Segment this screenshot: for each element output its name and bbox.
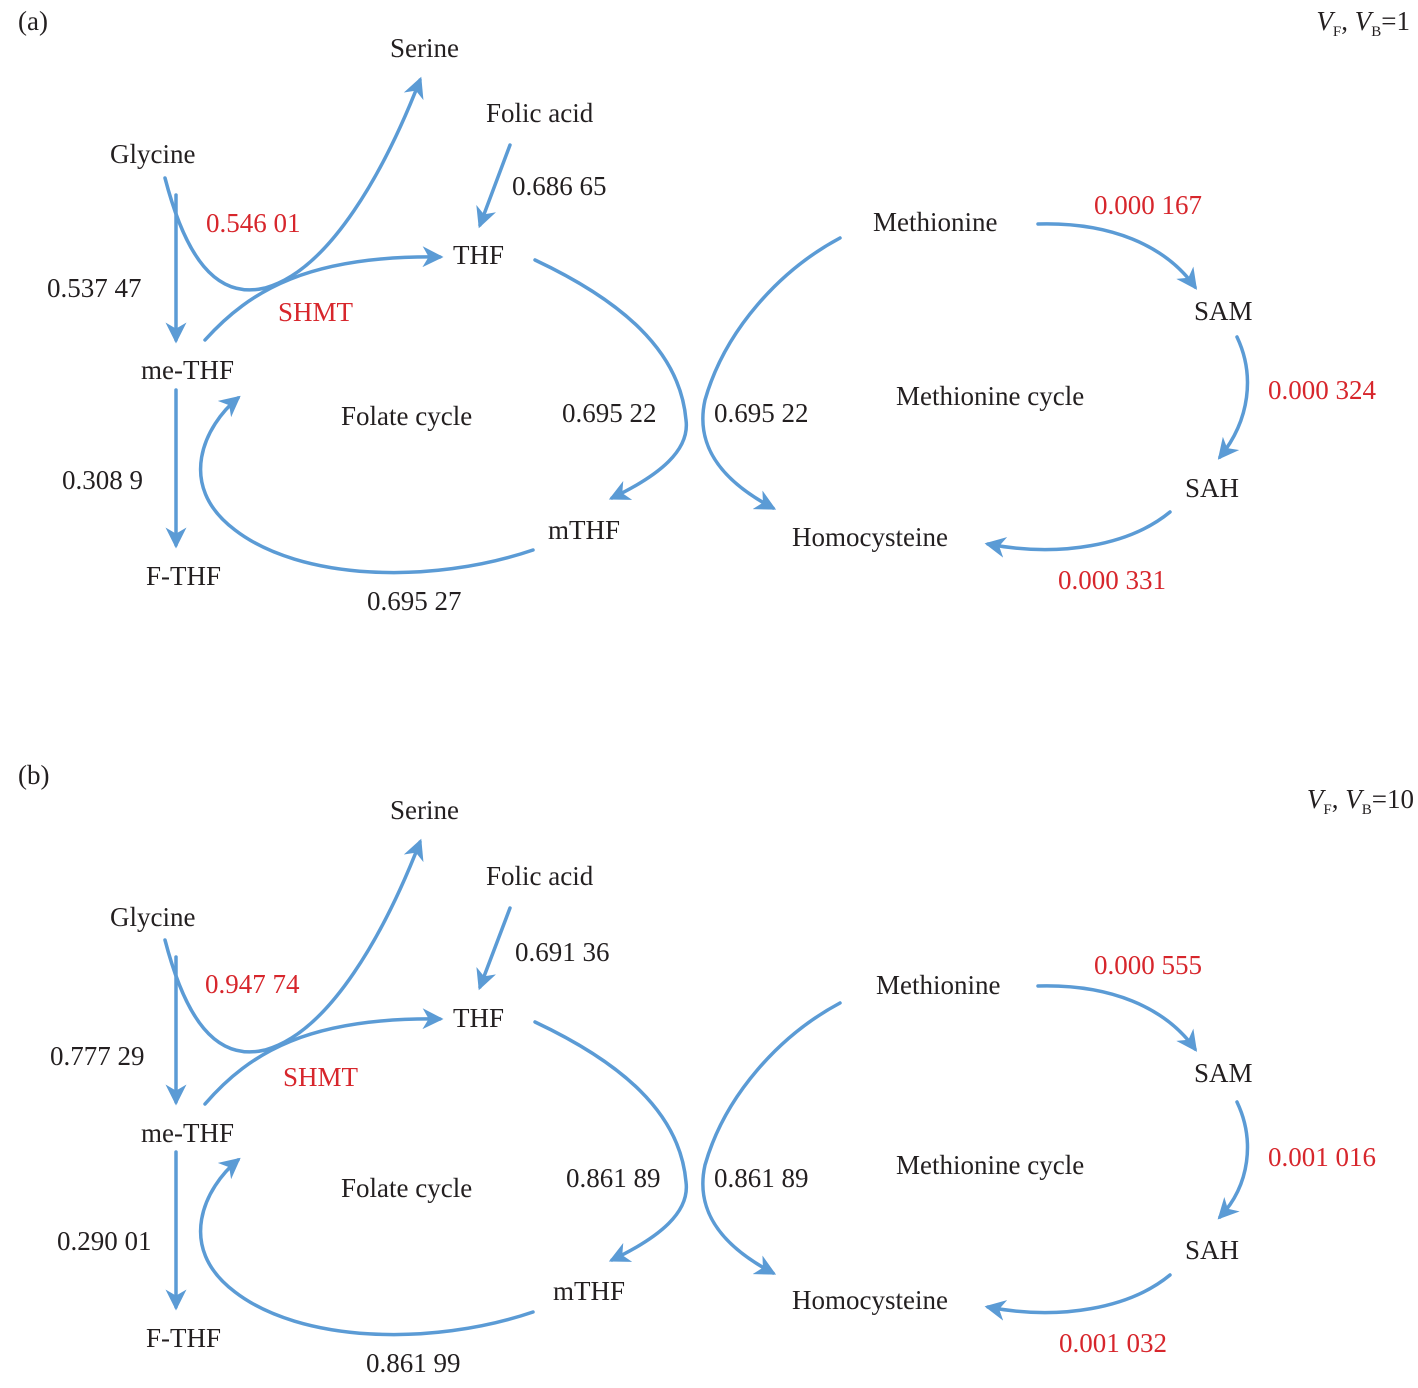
flux-thf-mthf: 0.695 22 — [562, 398, 657, 428]
panel-a: (a) VF, VB=1 Serine Folic acid Glycine T… — [18, 6, 1410, 616]
flux-methionine-sam: 0.000 167 — [1094, 190, 1202, 220]
panel-a-condition: VF, VB=1 — [1316, 6, 1410, 40]
folate-cycle-label: Folate cycle — [341, 401, 472, 431]
arrow-thf-to-mthf — [533, 1020, 689, 1262]
flux-sah-homocysteine: 0.001 032 — [1059, 1328, 1167, 1358]
node-glycine: Glycine — [110, 139, 195, 169]
flux-sam-sah: 0.000 324 — [1268, 375, 1377, 405]
node-thf: THF — [453, 240, 504, 270]
node-folic-acid: Folic acid — [486, 98, 594, 128]
node-methionine: Methionine — [876, 970, 1000, 1000]
node-sah: SAH — [1185, 473, 1239, 503]
flux-mthf-me-thf: 0.695 27 — [367, 586, 462, 616]
node-f-thf: F-THF — [146, 561, 221, 591]
node-glycine: Glycine — [110, 902, 195, 932]
flux-glycine-serine: 0.947 74 — [205, 969, 300, 999]
node-thf: THF — [453, 1003, 504, 1033]
node-folic-acid: Folic acid — [486, 861, 594, 891]
arrow-folic-acid-to-thf — [476, 143, 512, 229]
node-mthf: mTHF — [548, 515, 620, 545]
node-serine: Serine — [390, 795, 459, 825]
panel-b-tag: (b) — [18, 760, 49, 790]
flux-glycine-me-thf: 0.537 47 — [47, 273, 142, 303]
arrow-glycine-to-serine — [163, 838, 424, 1054]
node-homocysteine: Homocysteine — [792, 522, 948, 552]
node-mthf: mTHF — [553, 1276, 625, 1306]
flux-methionine-sam: 0.000 555 — [1094, 950, 1202, 980]
arrow-thf-to-mthf — [533, 258, 689, 500]
flux-sam-sah: 0.001 016 — [1268, 1142, 1376, 1172]
flux-folic-thf: 0.686 65 — [512, 171, 607, 201]
arrow-sah-to-homocysteine — [984, 1273, 1172, 1321]
panel-a-tag: (a) — [18, 6, 48, 36]
flux-me-thf-f-thf: 0.290 01 — [57, 1226, 152, 1256]
node-serine: Serine — [390, 33, 459, 63]
panel-b-condition: VF, VB=10 — [1307, 784, 1414, 818]
flux-thf-mthf: 0.861 89 — [566, 1163, 661, 1193]
flux-methionine-homocysteine: 0.861 89 — [714, 1163, 809, 1193]
flux-methionine-homocysteine: 0.695 22 — [714, 398, 809, 428]
folate-cycle-label: Folate cycle — [341, 1173, 472, 1203]
arrow-sah-to-homocysteine — [984, 510, 1172, 558]
arrow-shmt-to-thf — [203, 1008, 444, 1106]
node-methionine: Methionine — [873, 207, 997, 237]
node-sam: SAM — [1194, 1058, 1253, 1088]
node-sam: SAM — [1194, 296, 1253, 326]
flux-glycine-me-thf: 0.777 29 — [50, 1041, 145, 1071]
node-f-thf: F-THF — [146, 1323, 221, 1353]
arrow-glycine-to-serine — [163, 76, 424, 292]
enzyme-shmt-label: SHMT — [283, 1062, 359, 1092]
arrow-mthf-to-me-thf — [198, 395, 535, 575]
arrow-sam-to-sah — [1217, 1100, 1250, 1220]
node-sah: SAH — [1185, 1235, 1239, 1265]
flux-glycine-serine: 0.546 01 — [206, 208, 301, 238]
arrow-shmt-to-thf — [203, 246, 444, 342]
methionine-cycle-label: Methionine cycle — [896, 381, 1084, 411]
arrow-methionine-to-sam — [1036, 984, 1198, 1052]
node-me-thf: me-THF — [141, 355, 234, 385]
flux-mthf-me-thf: 0.861 99 — [366, 1348, 461, 1378]
flux-me-thf-f-thf: 0.308 9 — [62, 465, 143, 495]
panel-b: (b) VF, VB=10 Serine Folic acid Glycine … — [18, 760, 1414, 1378]
arrow-methionine-to-sam — [1036, 222, 1198, 290]
arrow-methionine-to-homocysteine — [701, 236, 842, 510]
enzyme-shmt-label: SHMT — [278, 297, 354, 327]
arrow-methionine-to-homocysteine — [701, 1001, 842, 1275]
arrow-sam-to-sah — [1217, 335, 1250, 460]
arrow-mthf-to-me-thf — [198, 1157, 535, 1337]
methionine-cycle-label: Methionine cycle — [896, 1150, 1084, 1180]
arrow-folic-acid-to-thf — [476, 906, 512, 991]
flux-sah-homocysteine: 0.000 331 — [1058, 565, 1166, 595]
node-me-thf: me-THF — [141, 1118, 234, 1148]
flux-folic-thf: 0.691 36 — [515, 937, 610, 967]
node-homocysteine: Homocysteine — [792, 1285, 948, 1315]
